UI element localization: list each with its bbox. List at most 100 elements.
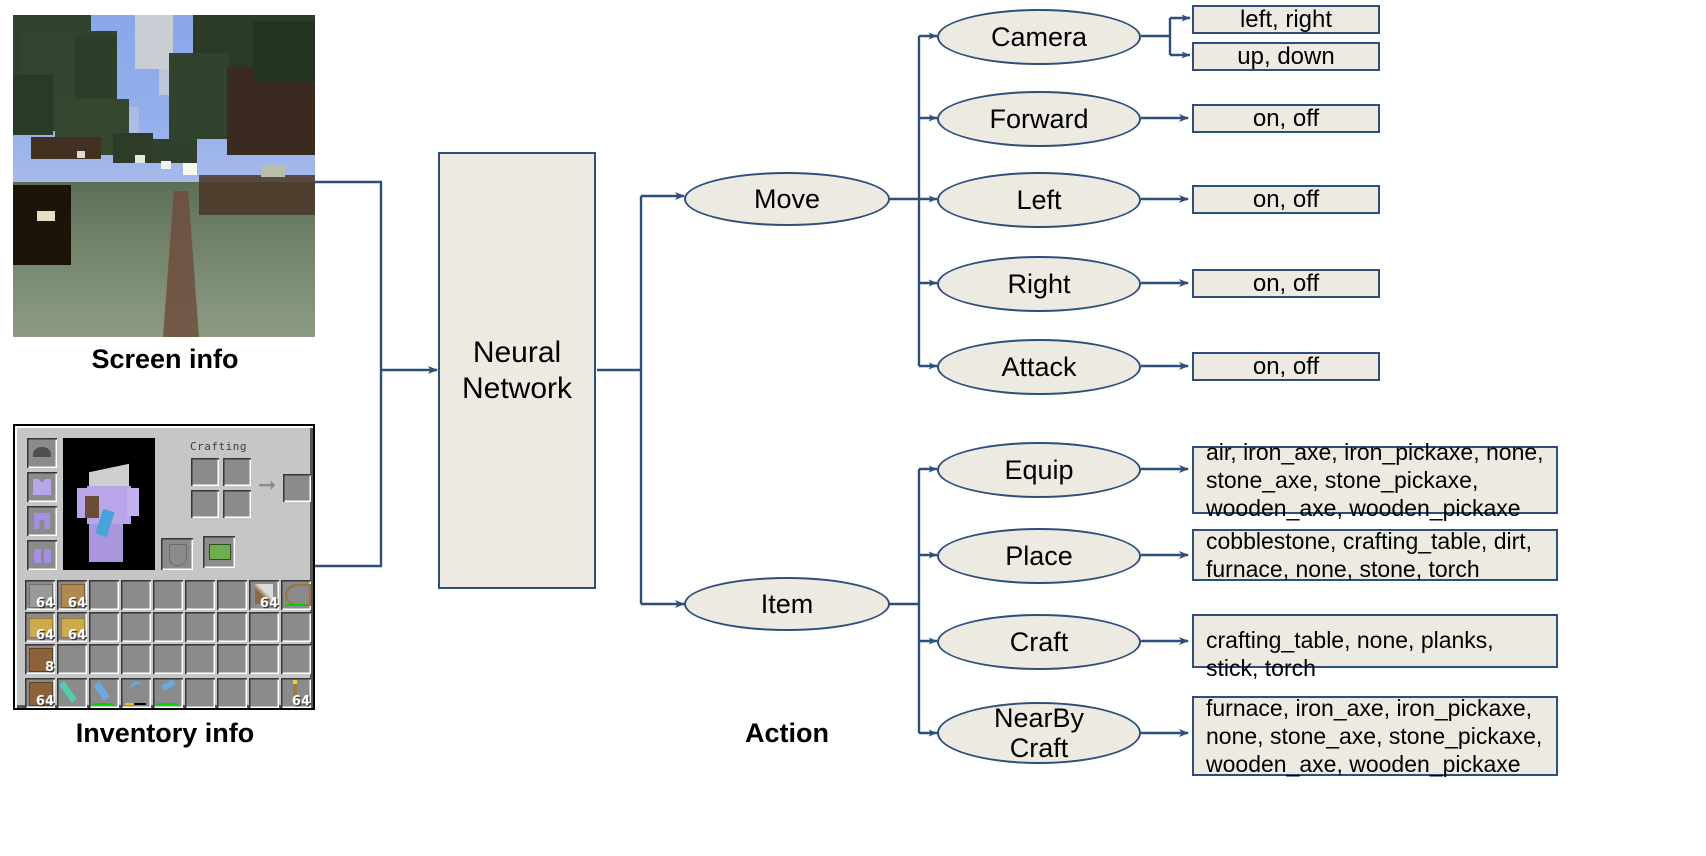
action-place-label: Place bbox=[1005, 540, 1073, 571]
inv-slot: 64 bbox=[57, 580, 87, 611]
inv-slot bbox=[89, 612, 119, 642]
inv-slot bbox=[121, 612, 151, 642]
inv-slot bbox=[281, 644, 311, 674]
nn-label-line1: Neural bbox=[472, 335, 562, 369]
values-text: on, off bbox=[1252, 352, 1320, 380]
action-camera[interactable]: Camera bbox=[937, 9, 1141, 65]
inv-slot bbox=[217, 612, 247, 642]
inv-slot: 64 bbox=[25, 580, 55, 611]
action-nearby-craft-label-line1: NearBy bbox=[993, 702, 1085, 733]
hotbar-slot bbox=[121, 678, 151, 708]
stone-patch bbox=[261, 165, 285, 177]
light-gap bbox=[183, 163, 197, 175]
offhand-shield-slot bbox=[161, 538, 193, 570]
slot-count: 64 bbox=[35, 596, 54, 611]
action-forward-label: Forward bbox=[989, 103, 1089, 134]
inv-slot bbox=[89, 644, 119, 674]
action-forward[interactable]: Forward bbox=[937, 91, 1141, 147]
action-right[interactable]: Right bbox=[937, 256, 1141, 312]
player-portrait bbox=[63, 438, 155, 570]
inv-slot bbox=[185, 580, 215, 610]
tree-canopy bbox=[75, 35, 117, 99]
dirt-bank bbox=[199, 175, 315, 215]
values-place: cobblestone, crafting_table, dirt, furna… bbox=[1192, 527, 1558, 582]
values-text: crafting_table, none, planks, stick, tor… bbox=[1206, 627, 1494, 682]
values-forward: on, off bbox=[1192, 104, 1380, 133]
slot-count: 64 bbox=[67, 628, 86, 643]
inv-slot: 64 bbox=[249, 580, 279, 611]
inv-slot bbox=[121, 644, 151, 674]
slot-count: 64 bbox=[35, 694, 54, 709]
values-text: air, iron_axe, iron_pickaxe, none, stone… bbox=[1206, 438, 1544, 522]
hotbar-slot bbox=[57, 678, 87, 708]
slot-count: 64 bbox=[35, 628, 54, 643]
recipe-book-button[interactable] bbox=[203, 536, 235, 568]
log bbox=[31, 137, 101, 159]
action-left[interactable]: Left bbox=[937, 172, 1141, 228]
values-left: on, off bbox=[1192, 185, 1380, 214]
hotbar-slot bbox=[153, 678, 183, 708]
craft-grid-slot bbox=[223, 458, 251, 486]
neural-network-box: Neural Network bbox=[438, 152, 596, 589]
action-left-label: Left bbox=[1016, 184, 1062, 215]
slot-count: 64 bbox=[67, 596, 86, 611]
craft-grid-slot bbox=[191, 490, 219, 518]
nn-label-line2: Network bbox=[461, 371, 573, 405]
helmet-slot bbox=[27, 438, 57, 468]
values-equip: air, iron_axe, iron_pickaxe, none, stone… bbox=[1192, 439, 1558, 521]
inv-slot bbox=[153, 580, 183, 610]
values-right: on, off bbox=[1192, 269, 1380, 298]
inv-slot bbox=[185, 644, 215, 674]
hotbar-slot: 64 bbox=[25, 678, 55, 709]
values-camera-vertical: up, down bbox=[1192, 42, 1380, 71]
values-camera-horizontal: left, right bbox=[1192, 5, 1380, 34]
crafting-label: Crafting bbox=[190, 440, 247, 453]
light-gap bbox=[77, 151, 85, 158]
light-gap bbox=[135, 155, 145, 163]
tree-canopy bbox=[113, 133, 153, 163]
values-nearby-craft: furnace, iron_axe, iron_pickaxe, none, s… bbox=[1192, 694, 1558, 778]
tree-canopy bbox=[13, 75, 53, 135]
action-place[interactable]: Place bbox=[937, 528, 1141, 584]
values-text: up, down bbox=[1237, 42, 1335, 70]
values-text: furnace, iron_axe, iron_pickaxe, none, s… bbox=[1206, 694, 1543, 778]
group-item[interactable]: Item bbox=[684, 577, 890, 631]
inventory-info-image: Crafting ➞ 64 64 64 bbox=[13, 424, 315, 710]
hotbar-slot: 64 bbox=[281, 678, 311, 709]
action-right-label: Right bbox=[1007, 268, 1071, 299]
tree-canopy bbox=[169, 53, 229, 139]
group-move-label: Move bbox=[753, 183, 821, 214]
hotbar-slot bbox=[217, 678, 247, 708]
action-attack[interactable]: Attack bbox=[937, 339, 1141, 395]
inv-slot: 64 bbox=[57, 612, 87, 643]
action-nearby-craft[interactable]: NearBy Craft bbox=[937, 702, 1141, 764]
tree-canopy bbox=[153, 139, 197, 163]
inv-slot bbox=[121, 580, 151, 610]
inv-slot bbox=[281, 612, 311, 642]
sand-patch bbox=[37, 211, 55, 221]
inv-slot bbox=[89, 580, 119, 610]
values-text: on, off bbox=[1252, 269, 1320, 297]
inv-slot: 64 bbox=[25, 612, 55, 643]
action-craft-label: Craft bbox=[1009, 626, 1069, 657]
hotbar-slot bbox=[89, 678, 119, 708]
inventory-info-caption: Inventory info bbox=[75, 718, 255, 748]
inv-slot bbox=[185, 612, 215, 642]
inv-slot bbox=[217, 580, 247, 610]
action-craft[interactable]: Craft bbox=[937, 614, 1141, 670]
values-text: cobblestone, crafting_table, dirt, furna… bbox=[1206, 527, 1533, 582]
slot-count: 64 bbox=[259, 596, 278, 611]
tree-trunk bbox=[227, 67, 315, 155]
group-item-label: Item bbox=[760, 588, 814, 619]
inv-slot bbox=[217, 644, 247, 674]
group-move[interactable]: Move bbox=[684, 172, 890, 226]
hotbar-slot bbox=[249, 678, 279, 708]
craft-arrow-icon: ➞ bbox=[258, 472, 277, 497]
slot-count: 64 bbox=[291, 694, 310, 709]
values-attack: on, off bbox=[1192, 352, 1380, 381]
action-equip[interactable]: Equip bbox=[937, 442, 1141, 498]
light-gap bbox=[161, 161, 171, 169]
action-label: Action bbox=[745, 718, 829, 748]
values-text: on, off bbox=[1252, 185, 1320, 213]
